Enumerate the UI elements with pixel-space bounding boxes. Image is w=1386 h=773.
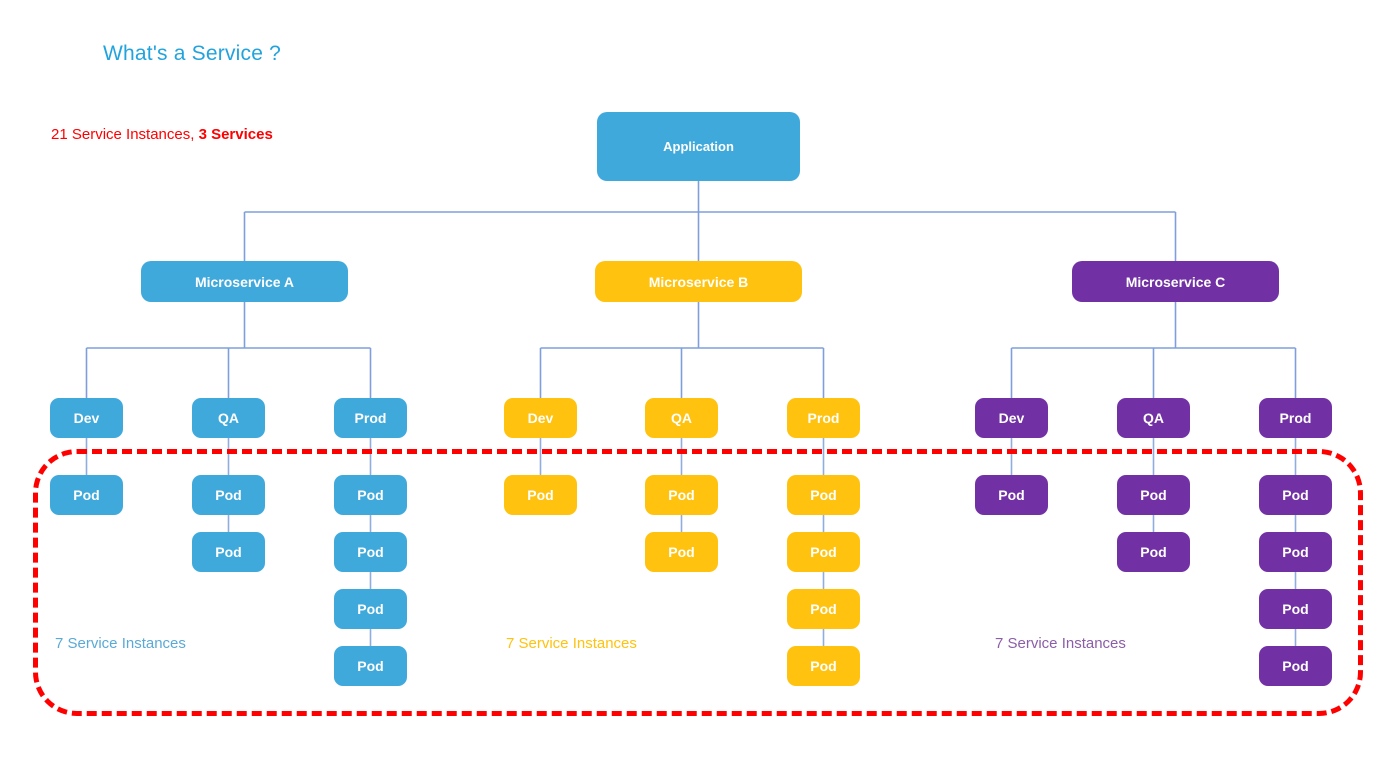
node-application-label: Application	[663, 139, 734, 154]
node-pod-c-qa-2-label: Pod	[1140, 544, 1167, 560]
summary-emphasis: 3 Services	[198, 126, 273, 143]
node-pod-b-qa-2[interactable]: Pod	[645, 532, 718, 572]
node-pod-a-qa-1-label: Pod	[215, 487, 242, 503]
node-pod-a-prod-3-label: Pod	[357, 601, 384, 617]
node-pod-a-qa-2-label: Pod	[215, 544, 242, 560]
node-pod-c-prod-3[interactable]: Pod	[1259, 589, 1332, 629]
node-pod-b-prod-1[interactable]: Pod	[787, 475, 860, 515]
summary-prefix: 21 Service Instances,	[51, 126, 199, 143]
node-env-a-qa-label: QA	[218, 410, 239, 426]
node-pod-b-qa-2-label: Pod	[668, 544, 695, 560]
node-pod-a-prod-1[interactable]: Pod	[334, 475, 407, 515]
node-pod-c-qa-1[interactable]: Pod	[1117, 475, 1190, 515]
node-pod-c-dev-1-label: Pod	[998, 487, 1025, 503]
node-env-c-dev[interactable]: Dev	[975, 398, 1048, 438]
node-pod-a-prod-2-label: Pod	[357, 544, 384, 560]
node-pod-c-dev-1[interactable]: Pod	[975, 475, 1048, 515]
node-env-a-prod[interactable]: Prod	[334, 398, 407, 438]
node-pod-b-dev-1[interactable]: Pod	[504, 475, 577, 515]
node-pod-b-prod-4-label: Pod	[810, 658, 837, 674]
node-pod-a-dev-1-label: Pod	[73, 487, 100, 503]
node-env-a-prod-label: Prod	[354, 410, 387, 426]
node-pod-a-prod-2[interactable]: Pod	[334, 532, 407, 572]
node-env-b-prod[interactable]: Prod	[787, 398, 860, 438]
instances-label-a: 7 Service Instances	[55, 635, 186, 652]
node-pod-b-prod-1-label: Pod	[810, 487, 837, 503]
node-env-b-qa-label: QA	[671, 410, 692, 426]
node-pod-b-prod-3-label: Pod	[810, 601, 837, 617]
node-pod-b-prod-4[interactable]: Pod	[787, 646, 860, 686]
node-microservice-b[interactable]: Microservice B	[595, 261, 802, 302]
node-application[interactable]: Application	[597, 112, 800, 181]
node-microservice-a[interactable]: Microservice A	[141, 261, 348, 302]
node-pod-b-prod-2-label: Pod	[810, 544, 837, 560]
node-pod-c-prod-2[interactable]: Pod	[1259, 532, 1332, 572]
node-env-c-prod-label: Prod	[1279, 410, 1312, 426]
node-pod-c-qa-2[interactable]: Pod	[1117, 532, 1190, 572]
node-pod-a-prod-4[interactable]: Pod	[334, 646, 407, 686]
node-microservice-c[interactable]: Microservice C	[1072, 261, 1279, 302]
node-env-c-dev-label: Dev	[998, 410, 1025, 426]
summary-note: 21 Service Instances, 3 Services	[51, 126, 273, 143]
node-env-a-qa[interactable]: QA	[192, 398, 265, 438]
node-env-a-dev[interactable]: Dev	[50, 398, 123, 438]
node-pod-c-prod-3-label: Pod	[1282, 601, 1309, 617]
node-env-c-qa-label: QA	[1143, 410, 1164, 426]
node-microservice-c-label: Microservice C	[1125, 273, 1226, 290]
node-env-c-prod[interactable]: Prod	[1259, 398, 1332, 438]
node-pod-b-qa-1[interactable]: Pod	[645, 475, 718, 515]
node-microservice-a-label: Microservice A	[194, 273, 295, 290]
instances-label-c: 7 Service Instances	[995, 635, 1126, 652]
node-pod-b-qa-1-label: Pod	[668, 487, 695, 503]
node-pod-a-prod-4-label: Pod	[357, 658, 384, 674]
node-pod-c-prod-4-label: Pod	[1282, 658, 1309, 674]
instances-label-b: 7 Service Instances	[506, 635, 637, 652]
node-env-a-dev-label: Dev	[73, 410, 100, 426]
node-env-c-qa[interactable]: QA	[1117, 398, 1190, 438]
node-pod-a-qa-2[interactable]: Pod	[192, 532, 265, 572]
node-pod-c-qa-1-label: Pod	[1140, 487, 1167, 503]
node-pod-b-prod-2[interactable]: Pod	[787, 532, 860, 572]
node-pod-c-prod-2-label: Pod	[1282, 544, 1309, 560]
node-pod-b-dev-1-label: Pod	[527, 487, 554, 503]
node-env-b-dev-label: Dev	[527, 410, 554, 426]
node-pod-c-prod-1-label: Pod	[1282, 487, 1309, 503]
service-boundary-outline	[33, 449, 1363, 716]
node-pod-a-prod-1-label: Pod	[357, 487, 384, 503]
node-env-b-prod-label: Prod	[807, 410, 840, 426]
node-env-b-dev[interactable]: Dev	[504, 398, 577, 438]
node-pod-b-prod-3[interactable]: Pod	[787, 589, 860, 629]
page-title: What's a Service ?	[103, 42, 282, 65]
node-pod-a-qa-1[interactable]: Pod	[192, 475, 265, 515]
node-microservice-b-label: Microservice B	[648, 273, 749, 290]
node-env-b-qa[interactable]: QA	[645, 398, 718, 438]
node-pod-a-prod-3[interactable]: Pod	[334, 589, 407, 629]
